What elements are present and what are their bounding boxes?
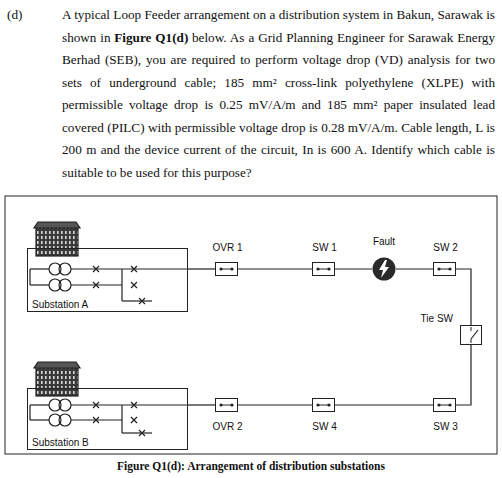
fault-symbol: Fault — [372, 257, 396, 281]
switch-label: OVR 2 — [213, 421, 243, 432]
switch-symbol — [460, 325, 482, 345]
question-text-part: below. As a Grid Planning Engineer for S… — [62, 30, 495, 180]
switch-box: OVR 2 — [215, 398, 238, 412]
switch-box: Tie SW — [460, 325, 482, 345]
question-number: (d) — [7, 4, 22, 27]
switch-symbol — [433, 398, 456, 412]
figure-reference: Figure Q1(d) — [114, 30, 188, 45]
feeder-cable — [396, 268, 433, 269]
feeder-cable — [188, 268, 215, 269]
feeder-cable — [335, 404, 433, 405]
switch-symbol — [215, 398, 238, 412]
feeder-cable — [335, 268, 372, 269]
switch-box: SW 1 — [312, 262, 335, 276]
question-text: A typical Loop Feeder arrangement on a d… — [62, 4, 495, 184]
substation-b-internals — [30, 362, 188, 436]
feeder-cable — [456, 269, 471, 325]
switch-box: OVR 1 — [215, 262, 238, 276]
switch-symbol — [215, 262, 238, 276]
switch-box: SW 4 — [312, 398, 335, 412]
switch-label: SW 1 — [312, 242, 336, 253]
substation-box: Substation A — [27, 248, 188, 312]
switch-label: SW 4 — [312, 421, 336, 432]
switch-label: SW 3 — [433, 421, 457, 432]
substation-name: Substation B — [32, 437, 89, 448]
switch-label: Fault — [373, 236, 395, 247]
switch-box: SW 3 — [433, 398, 456, 412]
switch-label: SW 2 — [433, 242, 457, 253]
feeder-cable — [238, 268, 312, 269]
feeder-cable — [456, 345, 471, 405]
switch-box: SW 2 — [433, 262, 456, 276]
feeder-cable — [238, 404, 312, 405]
caption-text: Figure Q1(d): Arrangement of distributio… — [117, 460, 385, 472]
switch-symbol — [312, 262, 335, 276]
figure-frame — [5, 196, 497, 454]
switch-symbol — [372, 257, 396, 281]
substation-box: Substation B — [27, 388, 188, 450]
switch-label: Tie SW — [421, 313, 453, 324]
switch-symbol — [433, 262, 456, 276]
switch-label: OVR 1 — [213, 242, 243, 253]
switch-symbol — [312, 398, 335, 412]
substation-name: Substation A — [32, 299, 88, 310]
figure-caption: Figure Q1(d): Arrangement of distributio… — [0, 460, 502, 472]
feeder-cable — [188, 404, 215, 405]
substation-a-internals — [30, 222, 188, 304]
question-label: (d) — [7, 7, 22, 22]
